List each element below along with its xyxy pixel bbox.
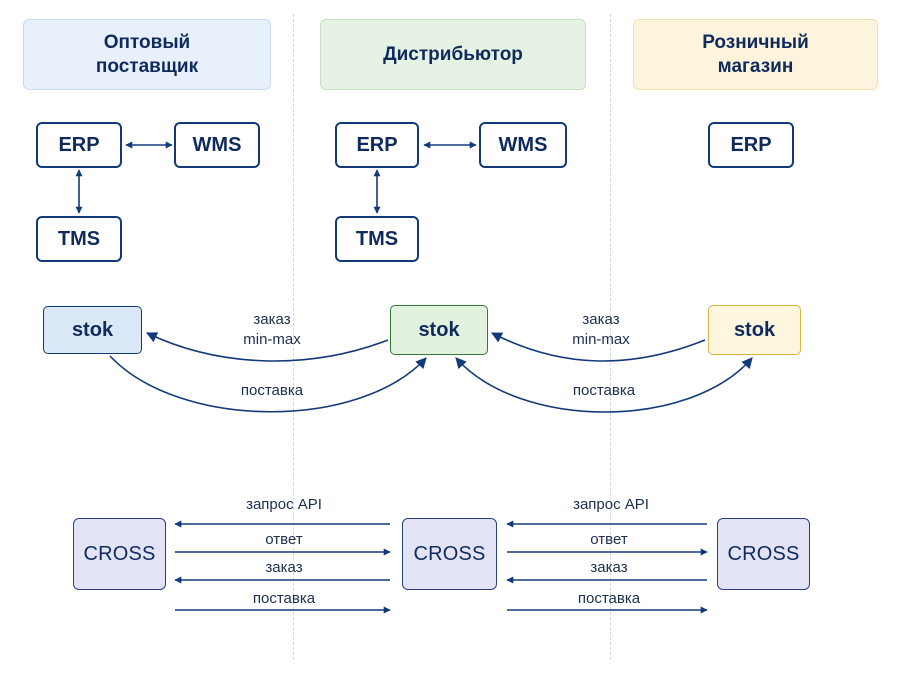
flow-order-dist-to-wholesaler — [146, 332, 389, 362]
api-delivery-label-2: поставка — [577, 590, 641, 607]
column-header-wholesaler-label: Оптовый поставщик — [95, 31, 199, 77]
tms-label: TMS — [57, 227, 101, 250]
stok-label: stok — [733, 318, 776, 341]
wms-box-wholesaler: WMS — [174, 122, 260, 168]
api-response-label-1: ответ — [265, 531, 303, 548]
wms-label: WMS — [192, 133, 242, 156]
stok-box-retailer: stok — [708, 305, 801, 355]
lane-separator-2 — [610, 14, 611, 660]
cross-label: CROSS — [83, 542, 156, 565]
cross-box-distributor: CROSS — [402, 518, 497, 590]
stok-label: stok — [71, 318, 114, 341]
delivery-label-1: поставка — [240, 382, 304, 399]
erp-box-retailer: ERP — [708, 122, 794, 168]
cross-box-retailer: CROSS — [717, 518, 810, 590]
erp-label: ERP — [356, 133, 398, 156]
erp-box-distributor: ERP — [335, 122, 419, 168]
api-request-label-1: запрос API — [246, 496, 322, 513]
erp-box-wholesaler: ERP — [36, 122, 122, 168]
column-header-retailer: Розничный магазин — [633, 19, 878, 90]
api-order-label-2: заказ — [590, 559, 628, 576]
tms-label: TMS — [355, 227, 399, 250]
api-request-label-2: запрос API — [573, 496, 649, 513]
column-header-retailer-label: Розничный магазин — [702, 31, 809, 77]
api-response-label-2: ответ — [590, 531, 628, 548]
cross-label: CROSS — [727, 542, 800, 565]
stok-label: stok — [418, 318, 460, 341]
column-header-wholesaler: Оптовый поставщик — [23, 19, 271, 90]
column-header-distributor: Дистрибьютор — [320, 19, 586, 90]
column-header-distributor-label: Дистрибьютор — [383, 43, 523, 65]
delivery-label-2: поставка — [572, 382, 636, 399]
cross-box-wholesaler: CROSS — [73, 518, 166, 590]
stok-box-distributor: stok — [390, 305, 488, 355]
tms-box-distributor: TMS — [335, 216, 419, 262]
cross-label: CROSS — [413, 542, 486, 565]
order-minmax-label-2: заказ min-max — [572, 311, 630, 348]
flow-delivery-wholesaler-to-dist — [109, 355, 427, 413]
erp-label: ERP — [730, 133, 772, 156]
api-order-label-1: заказ — [265, 559, 303, 576]
stok-box-wholesaler: stok — [43, 306, 142, 354]
api-delivery-label-1: поставка — [252, 590, 316, 607]
flow-delivery-dist-to-retail — [455, 357, 753, 413]
lane-separator-1 — [293, 14, 294, 660]
order-minmax-label-1: заказ min-max — [243, 311, 301, 348]
wms-label: WMS — [498, 133, 548, 156]
erp-label: ERP — [58, 133, 100, 156]
wms-box-distributor: WMS — [479, 122, 567, 168]
tms-box-wholesaler: TMS — [36, 216, 122, 262]
